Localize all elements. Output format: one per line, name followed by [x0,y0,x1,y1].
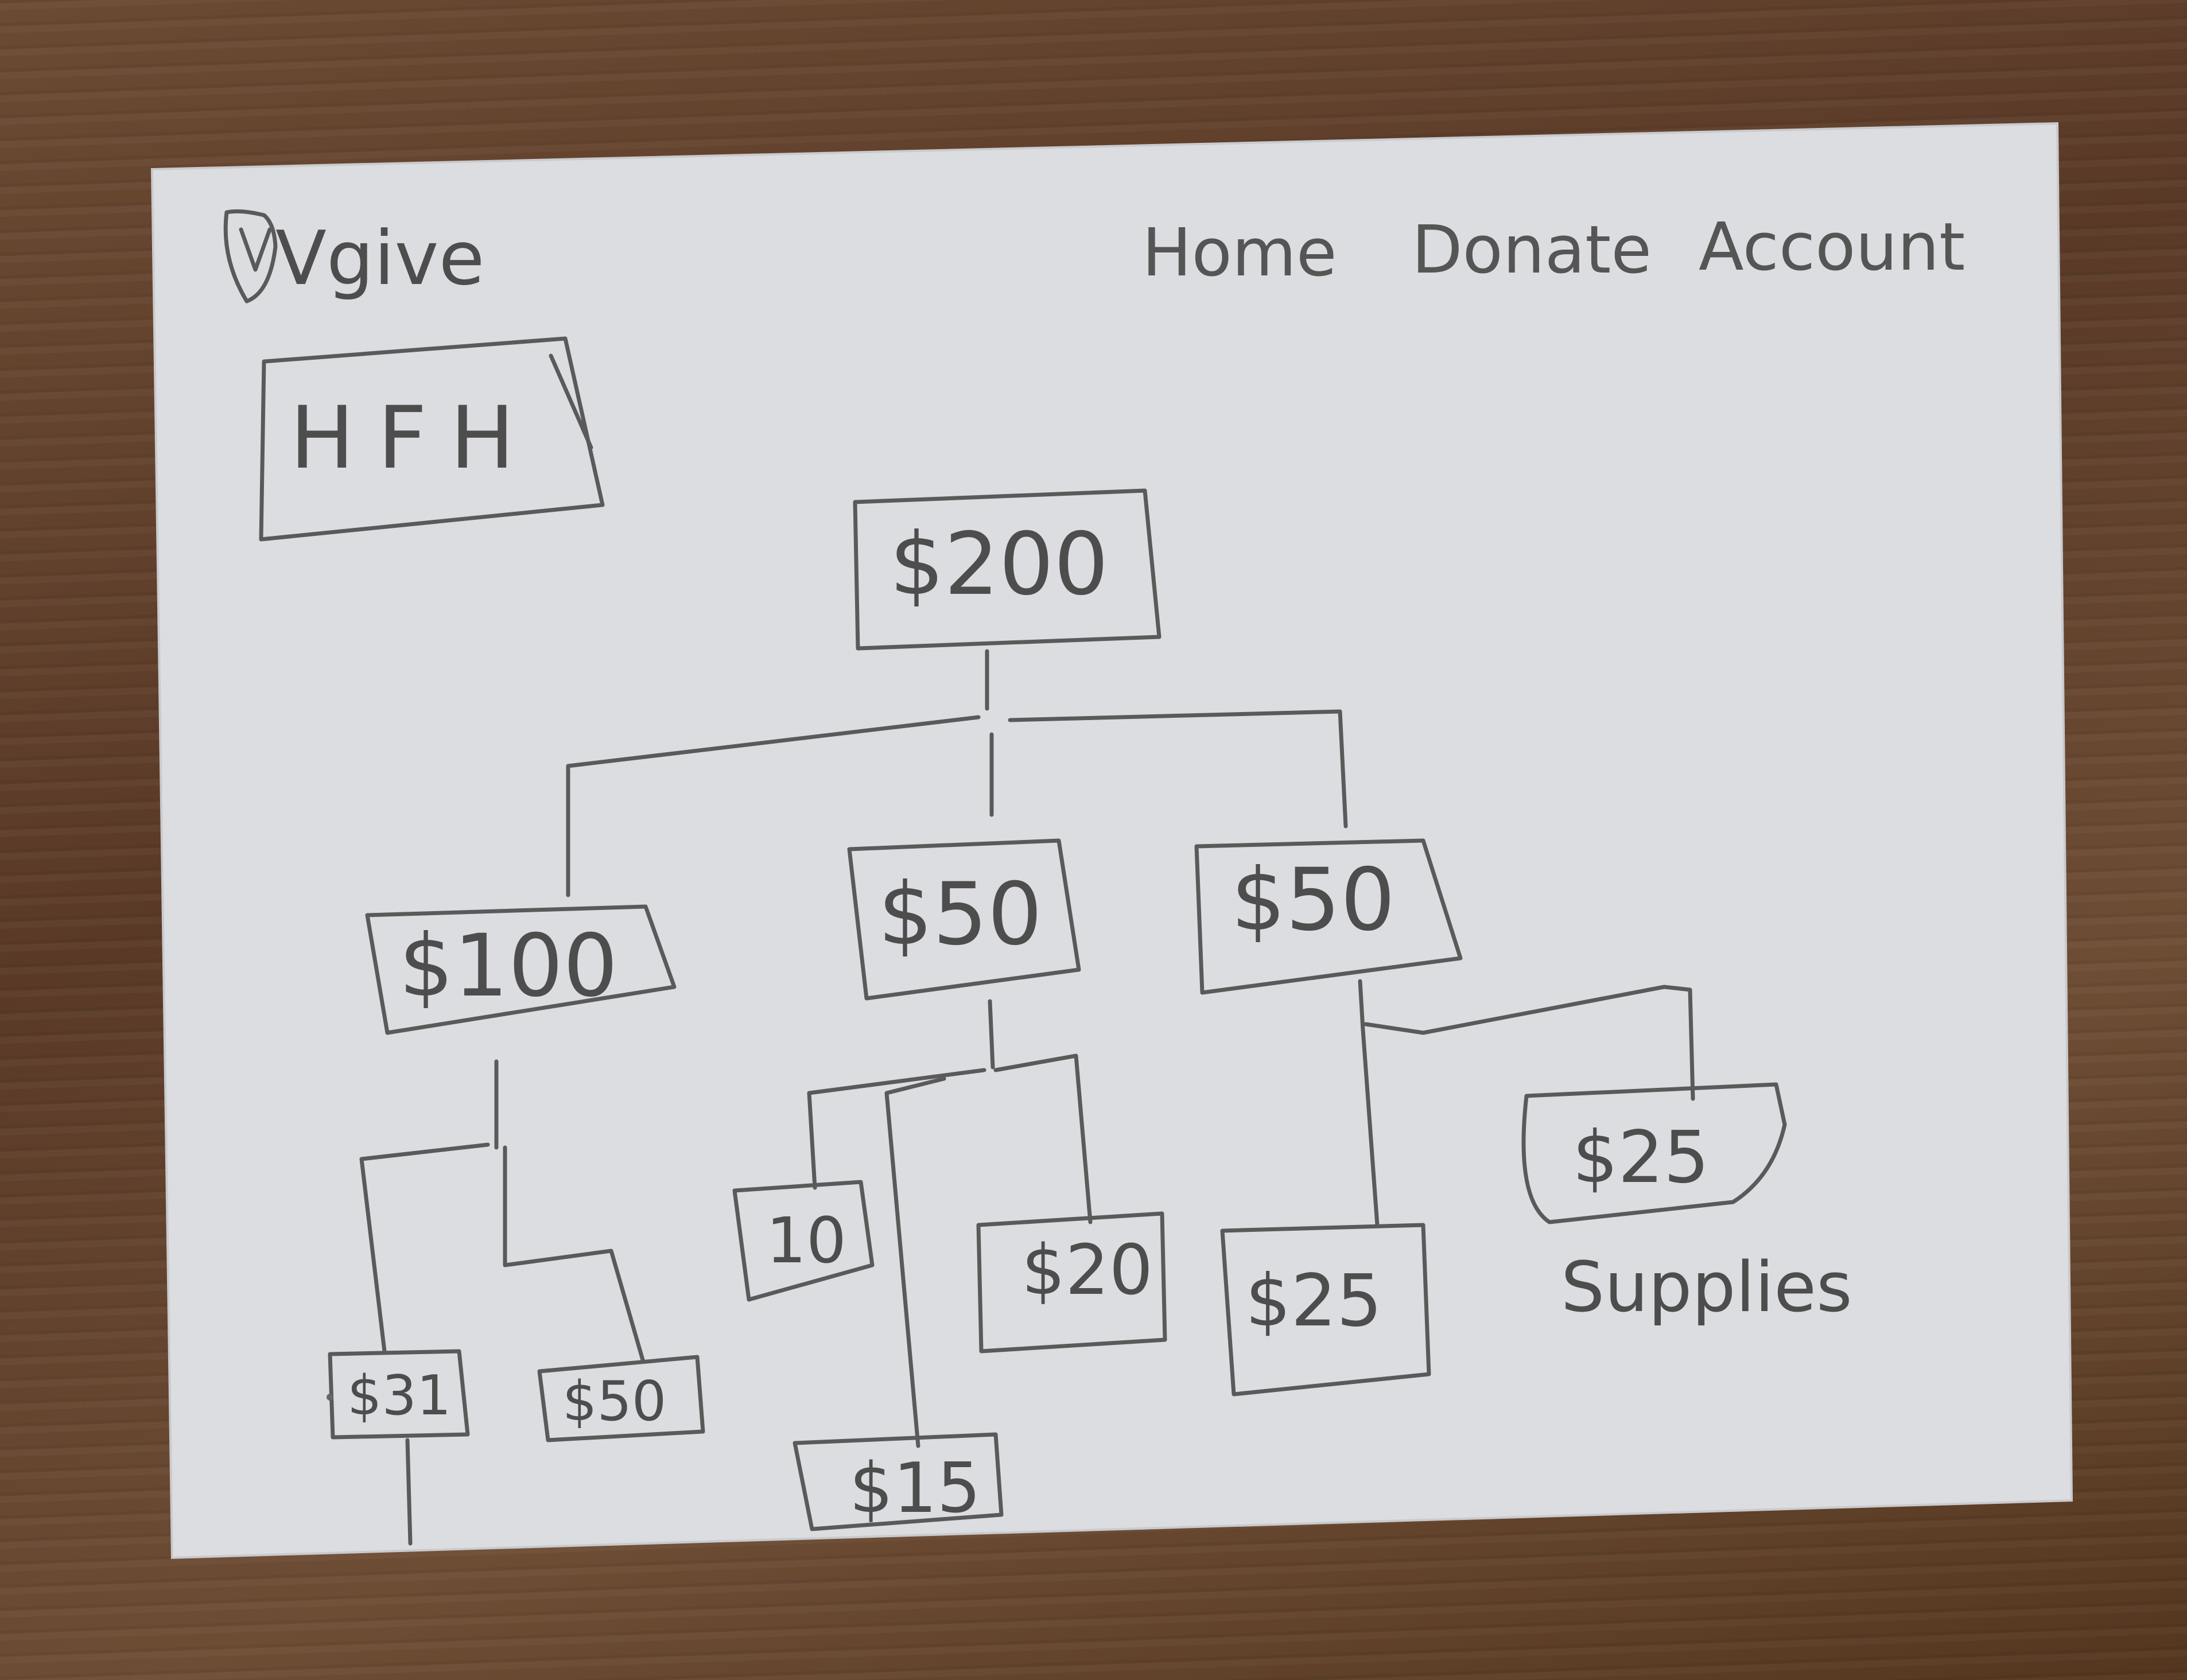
connector-50a [988,999,995,1070]
nav-home[interactable]: Home [1142,215,1337,291]
tree-node-50-a[interactable]: $50 [847,838,1081,1001]
tree-node-15[interactable]: $15 [793,1432,1004,1531]
connector-50a-mid [884,1076,946,1448]
logo-text: Vgive [275,215,484,302]
org-box[interactable]: HFH [259,336,605,542]
tree-node-50-c[interactable]: $50 [537,1355,705,1442]
tree-node-31-label: $31 [347,1364,451,1428]
stray-dot [327,1394,333,1401]
connector-31-down [405,1438,413,1546]
tree-node-50-b-label: $50 [1231,850,1395,950]
paper-sheet [150,122,2073,1560]
tree-node-10[interactable]: 10 [732,1180,875,1302]
tree-node-31[interactable]: $31 [328,1349,470,1440]
connector-root-left [566,715,981,897]
connector-50b-right [1364,985,1695,1101]
tree-node-root[interactable]: $200 [853,488,1162,651]
connector-50a-left [807,1068,986,1190]
connector-50a-right [993,1053,1093,1224]
tree-node-50-b[interactable]: $50 [1194,838,1463,995]
logo-v-icon [223,209,278,304]
supplies-label: Supplies [1561,1248,1852,1328]
nav-links: Home Donate Account [1142,209,1965,291]
connector-50b [1358,979,1380,1227]
tree-node-25-a-label: $25 [1245,1259,1382,1343]
tree-node-50-c-label: $50 [562,1370,666,1433]
tree-node-15-label: $15 [849,1449,981,1529]
logo[interactable]: Vgive [223,209,484,304]
tree-node-100-label: $100 [399,916,618,1016]
connector-100-right [503,1145,645,1362]
tree-node-25-b-label: $25 [1572,1116,1710,1199]
tree-node-25-a[interactable]: $25 [1220,1223,1431,1397]
connector-root-right [1008,709,1348,829]
tree-node-20[interactable]: $20 [976,1211,1167,1354]
connector-100-left [359,1142,490,1354]
nav-donate[interactable]: Donate [1412,212,1652,289]
tree-node-root-label: $200 [889,515,1109,615]
nav-account[interactable]: Account [1699,209,1965,286]
tree-node-20-label: $20 [1021,1231,1153,1310]
tree-node-100[interactable]: $100 [365,904,677,1035]
org-box-label: HFH [290,388,538,488]
tree-node-50-a-label: $50 [878,865,1042,965]
tree-node-25-b[interactable]: $25 [1521,1082,1787,1224]
tree-node-10-label: 10 [766,1204,846,1277]
